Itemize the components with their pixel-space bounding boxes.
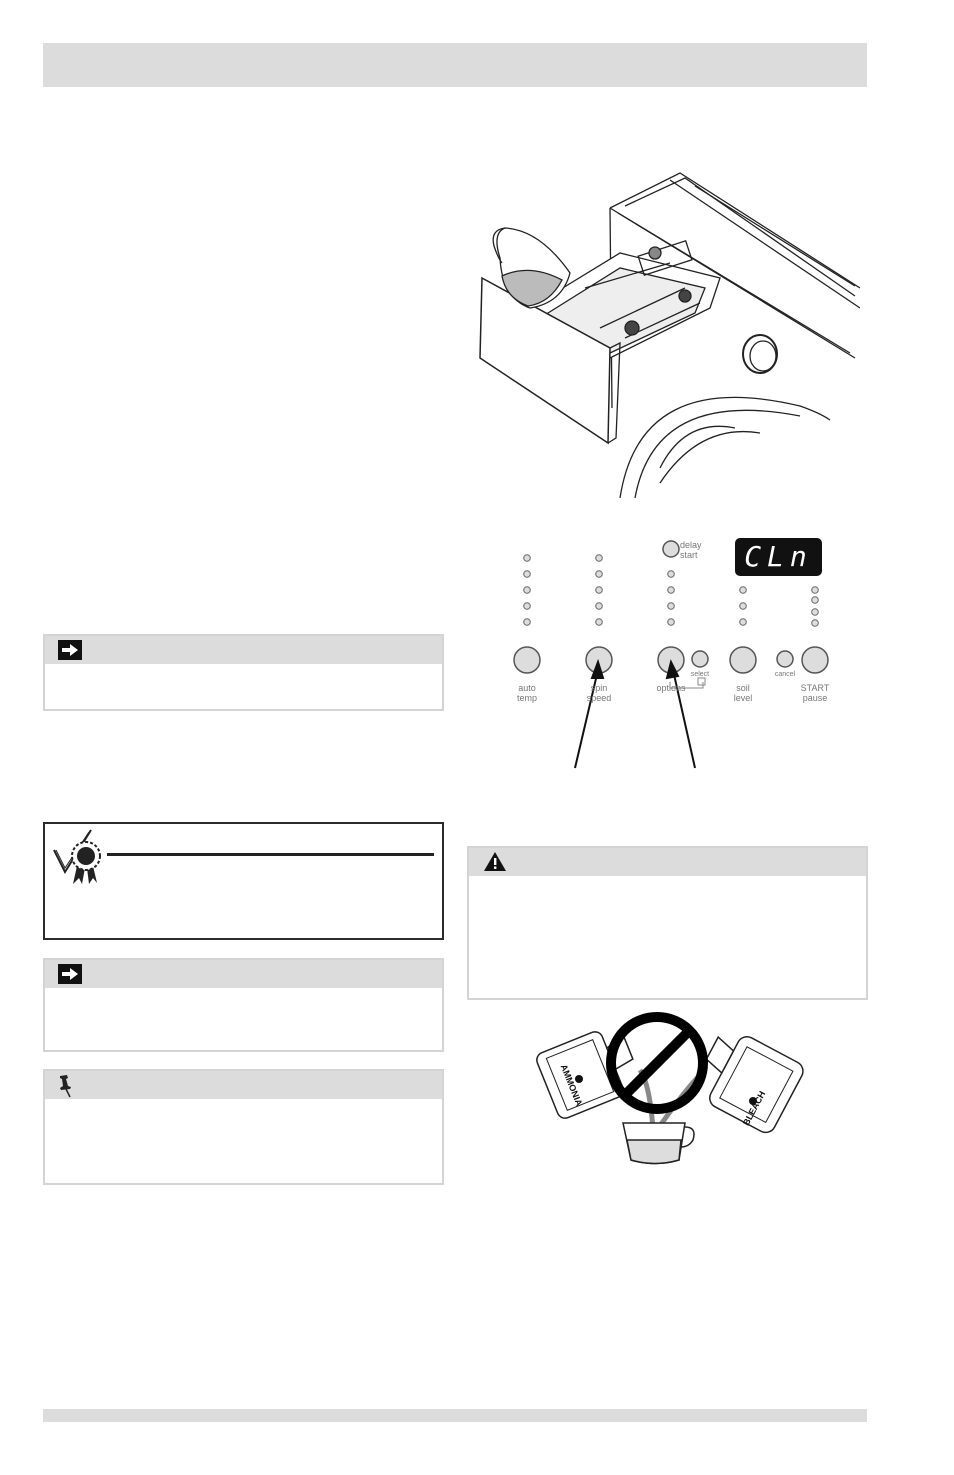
arrow-right-icon [58,640,82,660]
select-label: select [690,671,710,678]
note-box-header [45,636,442,664]
cancel-label: cancel [774,671,796,678]
important-box-header [45,1071,442,1099]
soil-level-label: soil level [733,683,753,703]
tip-box [43,822,444,940]
note-box-2-header [45,960,442,988]
dispenser-illustration [479,172,860,498]
skull-icon [575,1075,757,1105]
important-box [43,1069,444,1185]
arrow-right-icon [58,964,82,984]
warning-box-header [469,848,866,876]
delay-start-label: delay start [680,540,702,560]
start-pause-label: START pause [800,683,830,703]
note-box-2 [43,958,444,1052]
options-label: options [656,683,686,693]
warning-triangle-icon [484,852,506,871]
spin-speed-label: spin speed [586,683,612,703]
note-box [43,634,444,711]
pushpin-icon [60,1075,71,1098]
led-indicators [513,538,829,769]
footer-bar [43,1409,867,1422]
auto-temp-label: auto temp [516,683,537,703]
control-panel: CLn delay start auto temp spin speed opt… [490,530,840,770]
no-mixing-illustration: AMMONIA BLEACH [536,1012,804,1165]
header-bar [43,43,867,87]
award-ribbon-icon [53,829,101,884]
warning-box [467,846,868,1000]
tip-rule [107,853,434,856]
seven-segment-display: CLn [744,540,813,573]
